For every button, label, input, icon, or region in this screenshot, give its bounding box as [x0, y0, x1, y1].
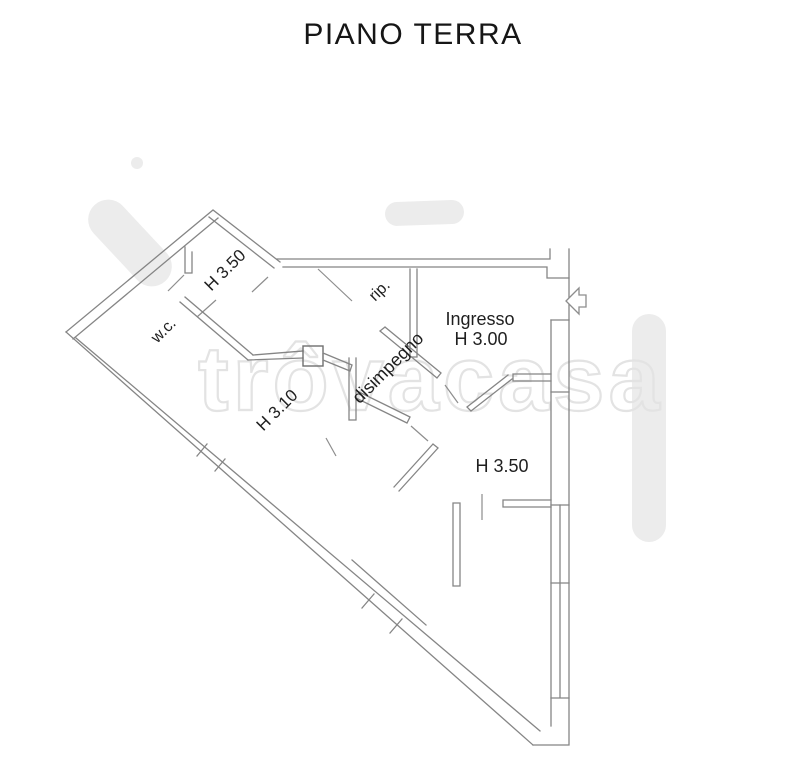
hypotenuse-inner-wall: [75, 337, 541, 732]
passage-diagonal-wall: [355, 391, 411, 424]
room-label-ingresso-height: H 3.00: [454, 329, 507, 349]
flue-box: [302, 345, 324, 367]
right-outer-wall: [532, 248, 570, 746]
room-label-ingresso: Ingresso: [445, 309, 514, 329]
room-right-west-wall: [452, 502, 461, 587]
ingresso-height-dash: [444, 384, 459, 404]
hypotenuse-outer-wall: [65, 331, 534, 746]
wc-block-outer-wall: [65, 209, 281, 333]
wc-block-inner-ne: [208, 216, 275, 269]
redaction-blob-topleft: [88, 199, 172, 287]
redaction-blobs: [88, 157, 666, 542]
wall-joint-ticks: [196, 443, 403, 634]
wc-door-leaf: [167, 274, 185, 292]
hypotenuse-extra-line: [351, 559, 427, 626]
interior-walls: [167, 246, 552, 587]
room-left-east-wall: [348, 357, 357, 421]
room-label-wc: w.c.: [147, 315, 179, 347]
corridor-height-dashes: [196, 276, 269, 318]
passage-door-dash: [410, 425, 429, 442]
watermark-text: trôvacasa: [198, 328, 664, 430]
redaction-blob-topcenter: [385, 200, 464, 226]
room-label-corridor-height: H 3.50: [201, 246, 250, 295]
exterior-walls: [65, 209, 570, 746]
ingresso-door-leaf: [379, 326, 442, 379]
redaction-blob-dot: [131, 157, 143, 169]
entrance-arrow-icon: [565, 286, 587, 316]
ingresso-south-wall: [512, 373, 552, 382]
wc-block-inner-nw: [72, 217, 219, 340]
passage-door-leaf: [393, 443, 439, 492]
wc-partition-wall: [184, 246, 193, 274]
room-left-door-leaf: [325, 437, 337, 457]
page-title: PIANO TERRA: [303, 18, 522, 51]
disimpegno-wall-stub: [322, 352, 353, 372]
disimpegno-north-wall: [247, 350, 304, 361]
rip-door-leaf: [317, 268, 353, 302]
top-inner-wall: [282, 266, 570, 279]
room-label-room-right-height: H 3.50: [475, 456, 528, 476]
corridor-south-wall: [179, 296, 254, 361]
ingresso-south-door-leaf: [466, 374, 513, 412]
room-right-north-wall: [502, 499, 552, 508]
redaction-blob-right: [632, 314, 666, 542]
room-label-rip: rip.: [366, 277, 394, 305]
top-outer-wall: [276, 248, 551, 260]
